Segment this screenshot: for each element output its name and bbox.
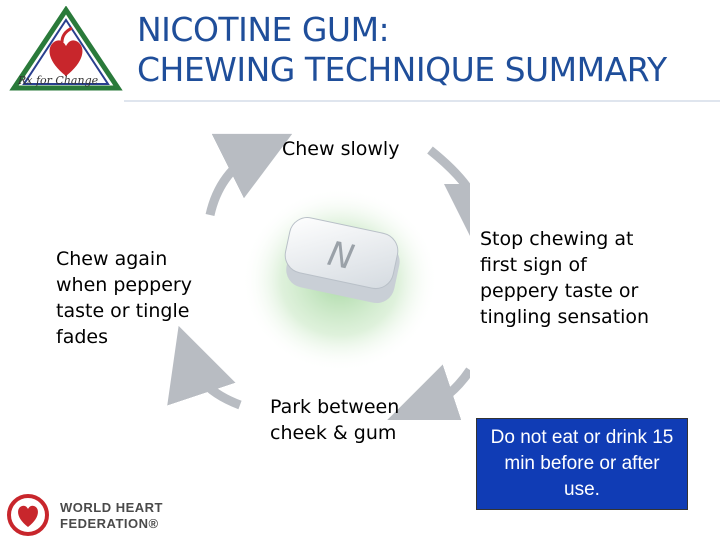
step-stop-chewing: Stop chewing at first sign of peppery ta… [480,226,649,330]
arrow-bottom-right [385,364,470,420]
title-line-1: NICOTINE GUM: [137,10,390,49]
whf-text: WORLD HEART FEDERATION® [60,500,163,532]
step-stop-line-3: peppery taste or [480,280,639,302]
step-again-line-1: Chew again [56,248,168,270]
step-stop-line-2: first sign of [480,254,587,276]
step-again-line-4: fades [56,326,108,348]
whf-line-1: WORLD HEART [60,500,163,515]
step-chew-slowly: Chew slowly [282,138,400,160]
whf-line-2: FEDERATION® [60,516,159,531]
step-park: Park between cheek & gum [270,394,399,446]
step-park-line-1: Park between [270,396,400,418]
arrow-top-right [427,146,470,256]
nicotine-gum-image: N [242,188,438,372]
arrow-top-left [205,133,293,217]
arrow-bottom-left [167,325,242,410]
title-divider [124,100,720,102]
world-heart-federation-logo [7,494,49,536]
cycle-arrows [167,133,470,420]
step-chew-again: Chew again when peppery taste or tingle … [56,246,192,350]
step-again-line-2: when peppery [56,274,192,296]
notice-text: Do not eat or drink 15 min before or aft… [490,427,674,500]
page-title: NICOTINE GUM: CHEWING TECHNIQUE SUMMARY [137,10,667,90]
logo-text: Rx for Change [18,74,99,87]
step-park-line-2: cheek & gum [270,422,397,444]
title-line-2: CHEWING TECHNIQUE SUMMARY [137,50,667,89]
step-stop-line-1: Stop chewing at [480,228,634,250]
step-again-line-3: taste or tingle [56,300,190,322]
rx-for-change-logo [9,6,123,91]
notice-box: Do not eat or drink 15 min before or aft… [476,418,688,510]
step-stop-line-4: tingling sensation [480,306,650,328]
